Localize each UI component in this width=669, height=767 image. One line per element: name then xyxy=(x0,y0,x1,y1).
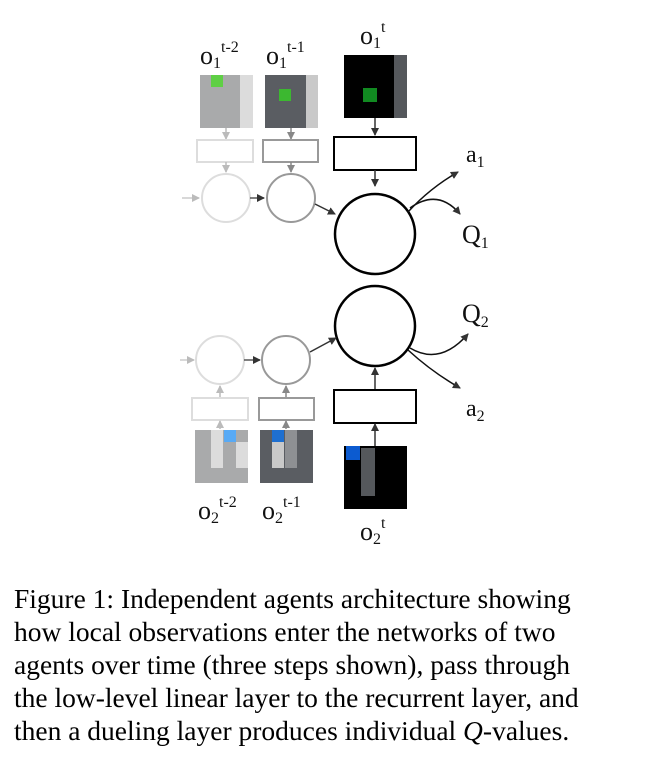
caption-line: agents over time (three steps shown), pa… xyxy=(14,649,570,680)
figure-caption: Figure 1: Independent agents architectur… xyxy=(14,582,666,747)
arrow xyxy=(314,203,336,215)
agent1-obs-t-minus-2-label: o1t-2 xyxy=(200,39,239,72)
agent1-recurrent-t xyxy=(333,192,417,276)
agent2-obs-t-label: o2t xyxy=(360,515,386,548)
architecture-diagram: o1t-2 o1t-1 o1t a1 xyxy=(180,19,489,548)
caption-last-suffix: -values. xyxy=(482,715,570,746)
agent2-recurrent-t-minus-2 xyxy=(195,335,245,385)
agent2-obs-t-image xyxy=(344,446,407,509)
agent1-obs-t-minus-1-image xyxy=(265,75,318,128)
agent1-action-label: a1 xyxy=(466,142,485,171)
agent1-linear-t-minus-2 xyxy=(196,139,254,163)
agent1-recurrent-t-minus-1 xyxy=(266,173,316,223)
agent2-obs-t-minus-1-label: o2t-1 xyxy=(262,494,301,527)
agent2-action-arrow xyxy=(407,349,461,389)
caption-line: Figure 1: Independent agents architectur… xyxy=(14,583,571,614)
agent2-obs-t-minus-1-image xyxy=(260,430,313,483)
caption-last-prefix: then a dueling layer produces individual xyxy=(14,715,464,746)
caption-line: how local observations enter the network… xyxy=(14,616,556,647)
caption-q-symbol: Q xyxy=(463,715,483,746)
agent2-recurrent-t xyxy=(333,284,417,368)
agent2-obs-t-minus-2-image xyxy=(195,430,248,483)
agent2-q-arrow xyxy=(409,333,469,356)
agent2-linear-t-minus-2 xyxy=(191,397,249,421)
agent1-obs-t-label: o1t xyxy=(360,19,386,52)
agent1-q-label: Q1 xyxy=(462,220,489,252)
agent2-linear-t-minus-1 xyxy=(258,397,315,421)
agent1-obs-t-minus-1-label: o1t-1 xyxy=(266,39,305,72)
caption-line: the low-level linear layer to the recurr… xyxy=(14,682,579,713)
agent2-q-label: Q2 xyxy=(462,299,489,331)
caption-line: then a dueling layer produces individual… xyxy=(14,714,666,747)
agent1-linear-t-minus-1 xyxy=(262,139,319,163)
agent2-linear-t xyxy=(333,389,417,424)
agent1-recurrent-t-minus-2 xyxy=(201,173,251,223)
agent2-action-label: a2 xyxy=(466,396,485,425)
agent2-obs-t-minus-2-label: o2t-2 xyxy=(198,494,237,527)
agent1-q-arrow xyxy=(409,198,461,215)
arrow xyxy=(309,337,337,353)
agent2-recurrent-t-minus-1 xyxy=(261,335,311,385)
agent1-action-arrow xyxy=(407,171,459,213)
agent1-linear-t xyxy=(333,136,417,171)
agent1-obs-t-image xyxy=(344,55,407,118)
agent1-obs-t-minus-2-image xyxy=(200,75,253,128)
